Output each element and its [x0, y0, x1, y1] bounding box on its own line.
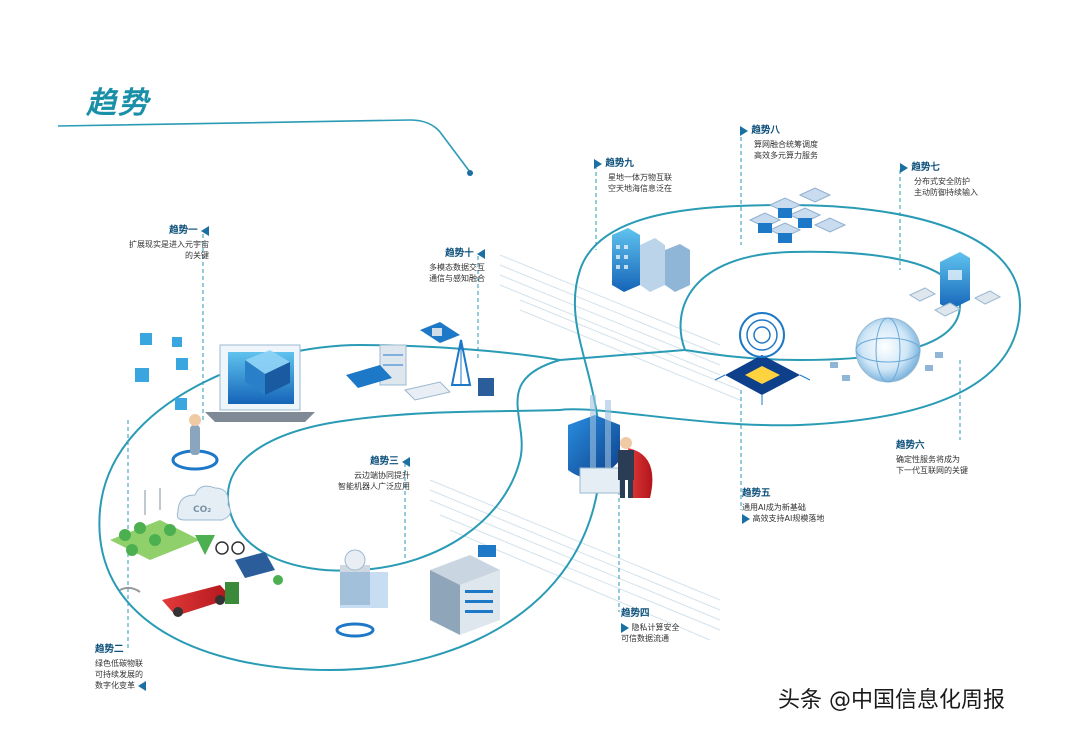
- smart-city-illustration: [612, 228, 690, 292]
- trend-3-title: 趋势三: [370, 456, 399, 467]
- globe-illustration: [830, 317, 943, 383]
- title-connector: [57, 119, 473, 176]
- loop-inner: [226, 250, 962, 572]
- trend-2-line-3-wrap: 数字化变革: [95, 680, 146, 691]
- pointer-icon: [477, 248, 485, 259]
- trend-1-line-1: 扩展现实是进入元宇宙: [129, 240, 209, 249]
- trend-4-line-1-wrap: 隐私计算安全: [621, 622, 680, 633]
- trend-4-line-1: 隐私计算安全: [631, 623, 680, 632]
- infinity-loop: [98, 203, 1022, 672]
- trend-8-line-1: 算网融合统筹调度: [754, 140, 818, 149]
- trend-7-line-2: 主动防御持续输入: [914, 188, 978, 197]
- trend-2-line-2: 可持续发展的: [95, 670, 143, 679]
- trend-1-line-2: 的关键: [185, 251, 209, 260]
- trend-4-line-2: 可信数据流通: [621, 634, 669, 643]
- shield-privacy-illustration: [568, 395, 653, 498]
- trend-6-title: 趋势六: [896, 440, 925, 451]
- trend-2-line-3: 数字化变革: [95, 681, 135, 690]
- trend-9-title: 趋势九: [605, 158, 634, 169]
- green-energy-illustration: CO₂: [110, 485, 283, 617]
- pointer-icon: [402, 456, 410, 467]
- trend-7-title-wrap: 趋势七: [900, 162, 978, 173]
- trend-8-line-2: 高效多元算力服务: [754, 151, 818, 160]
- trend-5-line-2-wrap: 高效支持AI规模落地: [742, 513, 824, 524]
- trend-10-line-1: 多模态数据交互: [429, 263, 485, 272]
- compute-network-illustration: [748, 187, 847, 243]
- pointer-icon: [621, 622, 629, 633]
- trend-9-line-2: 空天地海信息泛在: [608, 184, 672, 193]
- trend-7-line-1: 分布式安全防护: [914, 177, 970, 186]
- trend-7-title: 趋势七: [911, 162, 940, 173]
- loop-outer: [98, 203, 1022, 672]
- pointer-icon: [740, 125, 748, 136]
- trend-10-line-2: 通信与感知融合: [429, 274, 485, 283]
- trend-10-title: 趋势十: [445, 248, 474, 259]
- trend-3-line-1: 云边端协同提升: [354, 471, 410, 480]
- pointer-icon: [594, 158, 602, 169]
- watermark: 头条 @中国信息化周报: [778, 688, 1005, 713]
- trend-8-title-wrap: 趋势八: [740, 125, 818, 136]
- trend-3-title-wrap: 趋势三: [330, 456, 410, 467]
- trend-5-label: 趋势五 通用AI成为新基础 高效支持AI规模落地: [742, 488, 824, 524]
- pointer-icon: [742, 513, 750, 524]
- satellite-network-illustration: [346, 322, 494, 401]
- pointer-icon: [900, 162, 908, 173]
- trend-9-title-wrap: 趋势九: [594, 158, 672, 169]
- robot-server-illustration: [335, 545, 500, 638]
- ai-chip-illustration: [714, 312, 811, 405]
- page-title: 趋势: [86, 86, 150, 121]
- trend-1-title: 趋势一: [109, 225, 209, 236]
- trend-5-line-2: 高效支持AI规模落地: [752, 514, 825, 523]
- trend-6-line-1: 确定性服务将成为: [896, 455, 960, 464]
- trend-2-line-1: 绿色低碳物联: [95, 659, 143, 668]
- trend-9-label: 趋势九 星地一体万物互联 空天地海信息泛在: [594, 158, 672, 194]
- trend-6-label: 趋势六 确定性服务将成为 下一代互联网的关键: [896, 440, 968, 476]
- trend-8-title: 趋势八: [751, 125, 780, 136]
- laptop-vr-illustration: [135, 333, 315, 471]
- trend-1-title-text: 趋势一: [169, 225, 198, 236]
- trend-9-line-1: 星地一体万物互联: [608, 173, 672, 182]
- trend-4-title: 趋势四: [621, 608, 650, 619]
- trend-10-label: 趋势十 多模态数据交互 通信与感知融合: [405, 248, 485, 284]
- trend-7-label: 趋势七 分布式安全防护 主动防御持续输入: [900, 162, 978, 198]
- trend-1-label: 趋势一 扩展现实是进入元宇宙 的关键: [109, 225, 209, 261]
- trend-2-title: 趋势二: [95, 644, 124, 655]
- svg-text:CO₂: CO₂: [193, 505, 211, 515]
- trend-10-title-wrap: 趋势十: [405, 248, 485, 259]
- trend-3-line-2: 智能机器人广泛应用: [338, 482, 410, 491]
- trend-4-label: 趋势四 隐私计算安全 可信数据流通: [621, 608, 680, 644]
- trend-8-label: 趋势八 算网融合统筹调度 高效多元算力服务: [740, 125, 818, 161]
- trend-6-line-2: 下一代互联网的关键: [896, 466, 968, 475]
- pointer-icon: [137, 680, 146, 691]
- security-devices-illustration: [908, 252, 1002, 317]
- trend-5-title: 趋势五: [742, 488, 771, 499]
- dashed-guides: [127, 130, 961, 650]
- pointer-icon: [201, 225, 209, 236]
- trend-2-label: 趋势二 绿色低碳物联 可持续发展的 数字化变革: [95, 644, 146, 691]
- trend-3-label: 趋势三 云边端协同提升 智能机器人广泛应用: [330, 456, 410, 492]
- trend-5-line-1: 通用AI成为新基础: [742, 503, 806, 512]
